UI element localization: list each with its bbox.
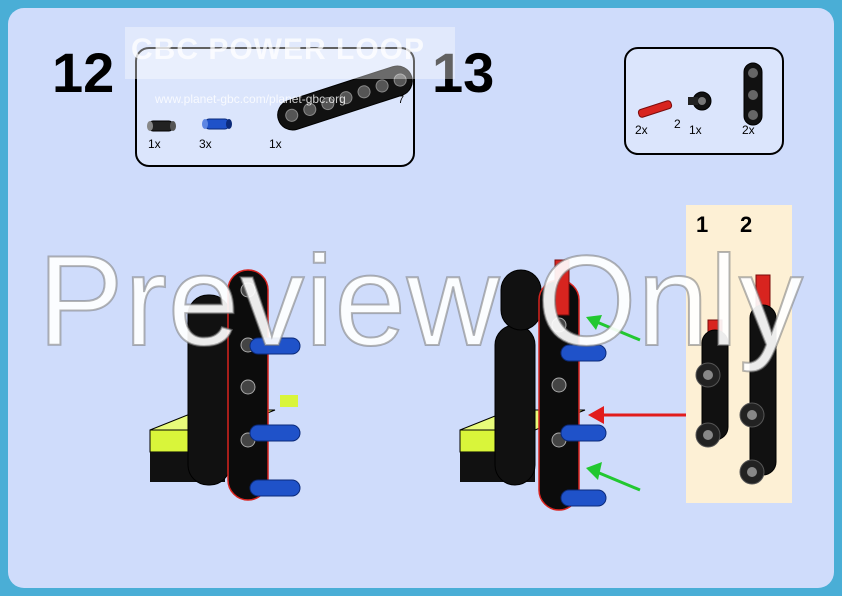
red-axle-qty: 2x bbox=[635, 123, 648, 137]
subassembly-art bbox=[695, 274, 777, 485]
parts-callout-art-13 bbox=[637, 62, 763, 126]
black-beam-short-icon bbox=[743, 62, 763, 126]
axle-pin-qty: 3x bbox=[199, 137, 212, 151]
beam-qty: 1x bbox=[269, 137, 282, 151]
blue-axle-pin-icon bbox=[202, 118, 232, 130]
red-axle-icon bbox=[637, 100, 673, 118]
red-axle-length: 2 bbox=[674, 117, 681, 131]
subassembly-panel: 1 2 bbox=[686, 205, 792, 503]
substep-2: 2 bbox=[740, 212, 753, 237]
step-number-13: 13 bbox=[432, 41, 495, 104]
black-connector-icon bbox=[688, 91, 712, 111]
green-arrow-top-icon bbox=[586, 315, 641, 342]
watermark-url: www.planet-gbc.com/planet-gbc.org bbox=[155, 92, 346, 106]
green-arrow-bottom-icon bbox=[586, 462, 641, 492]
parts-callout-art bbox=[147, 65, 413, 132]
red-arrow-icon bbox=[588, 406, 688, 424]
connector-qty: 1x bbox=[689, 123, 702, 137]
preview-only-watermark: Preview Only bbox=[37, 229, 804, 374]
beam-length: 7 bbox=[398, 94, 405, 106]
watermark-box: CBC POWER LOOP bbox=[125, 27, 455, 79]
black-beam-icon bbox=[277, 65, 413, 131]
parts-callout-step-13: 2x 2 1x 2x bbox=[624, 47, 784, 155]
pin-qty: 1x bbox=[148, 137, 161, 151]
assembly-arrows bbox=[586, 315, 688, 492]
short-beam-qty: 2x bbox=[742, 123, 755, 137]
watermark-title: CBC POWER LOOP bbox=[131, 33, 426, 66]
blue-pins bbox=[249, 337, 301, 497]
substep-1: 1 bbox=[696, 212, 709, 237]
step-13-model bbox=[459, 259, 607, 511]
parts-callout-step-12: 1x 3x 1x 7 bbox=[135, 47, 415, 167]
black-pin-icon bbox=[147, 120, 176, 132]
step-number-12: 12 bbox=[52, 41, 115, 104]
step-12-model bbox=[149, 269, 301, 501]
